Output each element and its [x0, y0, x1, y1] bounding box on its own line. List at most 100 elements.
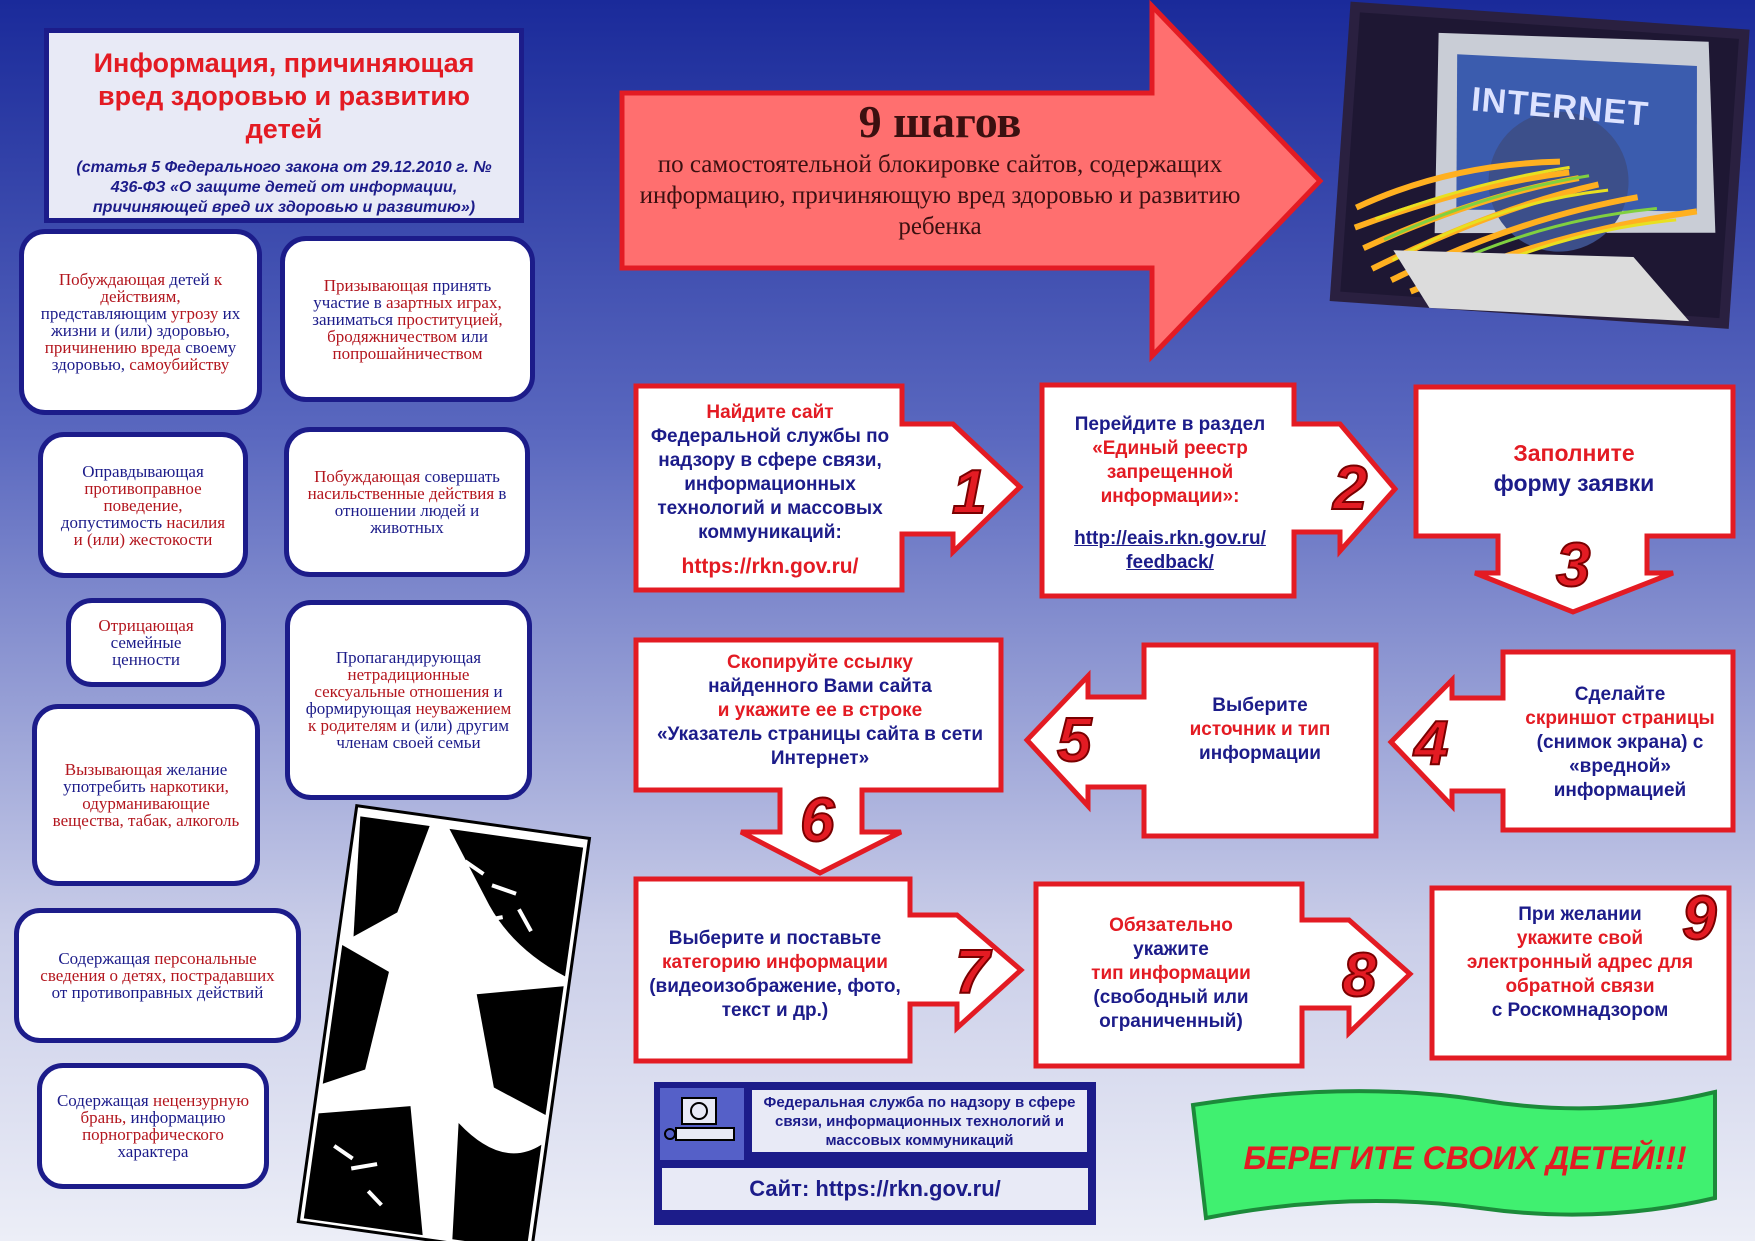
- step-3-text: Заполните форму заявки: [1424, 418, 1724, 518]
- category-plain: допустимость: [60, 512, 167, 532]
- step-1-link[interactable]: https://rkn.gov.ru/: [681, 555, 859, 578]
- category-highlight: самоубийству: [129, 355, 230, 374]
- step-4-text: Сделайте скриншот страницы (снимок экран…: [1510, 678, 1730, 808]
- step-3-body: форму заявки: [1493, 470, 1655, 496]
- category-text: Призывающая принять участие в азартных и…: [297, 277, 518, 362]
- internet-photo: [1329, 1, 1750, 329]
- step-9-shape: [1429, 885, 1732, 1061]
- category-plain: заниматься: [312, 309, 398, 329]
- step-8-title: Обязательно: [1109, 915, 1233, 936]
- step-7-title: Выберите и поставьте: [668, 928, 882, 949]
- step-2-text: Перейдите в раздел «Единый реестр запрещ…: [1052, 405, 1288, 583]
- category-highlight: нецензурную брань,: [80, 1091, 250, 1127]
- category-text: Побуждающая совершать насильственные дей…: [301, 468, 513, 536]
- category-plain: Пропагандирующая: [335, 648, 482, 667]
- step-6-highlight: и укажите ее в строке: [717, 700, 923, 721]
- category-plain: детей: [165, 270, 214, 289]
- category-highlight: причинению вреда: [44, 338, 181, 357]
- step-2-link[interactable]: http://eais.rkn.gov.ru/ feedback/: [1074, 528, 1266, 573]
- slogan: БЕРЕГИТЕ СВОИХ ДЕТЕЙ!!!: [1243, 1139, 1687, 1176]
- category-highlight: персональные сведения о детях, пострадав…: [40, 949, 275, 985]
- category-2: Призывающая принять участие в азартных и…: [280, 236, 535, 402]
- step-1-title: Найдите сайт: [706, 402, 834, 423]
- step-1-body: Федеральной службы по надзору в сфере св…: [650, 426, 890, 543]
- steps-header: 9 шагов по самостоятельной блокировке са…: [620, 95, 1260, 270]
- category-text: Содержащая персональные сведения о детях…: [31, 950, 284, 1001]
- step-3-number: 3: [1555, 531, 1592, 600]
- step-8-text: Обязательно укажите тип информации (своб…: [1046, 904, 1296, 1044]
- category-highlight: нетрадиционные сексуальные отношения: [314, 665, 490, 701]
- category-plain: их жизни и (или) здоровью,: [51, 304, 241, 340]
- step-4-body: (снимок экрана) с «вредной» информацией: [1536, 732, 1704, 801]
- category-plain: в отношении людей и животных: [334, 484, 507, 537]
- category-text: Вызывающая желание употребить наркотики,…: [49, 761, 243, 829]
- category-plain: и (или) другим членам своей семьи: [336, 716, 509, 752]
- category-plain: семейные ценности: [110, 633, 182, 669]
- category-highlight: противоправное поведение,: [84, 478, 202, 515]
- step-8-number: 8: [1341, 941, 1378, 1010]
- category-text: Содержащая нецензурную брань, информацию…: [54, 1092, 252, 1160]
- step-9-text: При желании укажите свой электронный адр…: [1455, 898, 1705, 1028]
- page-subtitle: (статья 5 Федерального закона от 29.12.2…: [76, 159, 492, 216]
- category-highlight: насилия и (или) жестокости: [73, 512, 226, 549]
- header-box: Информация, причиняющая вред здоровью и …: [44, 28, 524, 223]
- slogan-banner: [1190, 1089, 1717, 1221]
- step-4-shape: [1387, 649, 1736, 833]
- bw-illustration: [296, 804, 592, 1241]
- step-7-body: (видеоизображение, фото, текст и др.): [649, 976, 901, 1021]
- step-9-highlight: укажите свой электронный адрес для обрат…: [1466, 928, 1694, 997]
- step-2-title: Перейдите в раздел: [1074, 414, 1266, 435]
- step-4-number: 4: [1413, 709, 1450, 778]
- step-4-highlight: скриншот страницы: [1525, 708, 1715, 729]
- category-5: Отрицающая семейные ценности: [66, 598, 226, 687]
- category-plain: информацию: [126, 1108, 226, 1127]
- step-7-highlight: категорию информации: [662, 952, 888, 973]
- step-6-field-name: «Указатель страницы сайта в сети Интерне…: [656, 724, 984, 769]
- step-8-highlight: тип информации: [1091, 963, 1251, 984]
- step-6-body: найденного Вами сайта: [708, 676, 932, 697]
- step-5-title: Выберите: [1212, 695, 1308, 716]
- steps-header-title: 9 шагов: [858, 96, 1022, 147]
- step-5-body: информации: [1199, 743, 1321, 764]
- category-plain: и формирующая: [305, 682, 503, 718]
- category-plain: представляющим: [40, 304, 172, 323]
- step-9-title: При желании: [1518, 904, 1642, 925]
- step-6-number: 6: [799, 786, 836, 855]
- page-title: Информация, причиняющая вред здоровью и …: [93, 48, 475, 144]
- category-plain: Оправдывающая: [82, 461, 204, 481]
- footer-site[interactable]: Сайт: https://rkn.gov.ru/: [662, 1168, 1088, 1210]
- step-6-text: Скопируйте ссылку найденного Вами сайта …: [650, 648, 990, 774]
- category-1: Побуждающая детей к действиям, представл…: [19, 229, 262, 415]
- category-highlight: Призывающая: [323, 275, 429, 295]
- category-plain: от противоправных действий: [51, 983, 264, 1002]
- category-plain: Содержащая: [58, 949, 155, 968]
- category-8: Содержащая персональные сведения о детях…: [14, 908, 301, 1043]
- category-text: Оправдывающая противоправное поведение, …: [55, 463, 231, 548]
- step-7-number: 7: [954, 938, 991, 1007]
- step-6-title: Скопируйте ссылку: [726, 652, 913, 673]
- category-highlight: наркотики, одурманивающие вещества, таба…: [52, 777, 240, 830]
- category-4: Побуждающая совершать насильственные дей…: [284, 427, 530, 577]
- category-highlight: к действиям,: [100, 270, 223, 306]
- category-text: Отрицающая семейные ценности: [83, 617, 209, 668]
- category-7: Вызывающая желание употребить наркотики,…: [32, 704, 260, 886]
- step-8-body: укажите: [1133, 939, 1209, 960]
- step-4-title: Сделайте: [1574, 684, 1666, 705]
- step-9-body: с Роскомнадзором: [1491, 1000, 1669, 1021]
- step-5-text: Выберите источник и тип информации: [1150, 672, 1370, 788]
- category-3: Оправдывающая противоправное поведение, …: [38, 432, 248, 578]
- computer-icon-overlay: [660, 1088, 744, 1160]
- step-8-shape: [1033, 881, 1414, 1069]
- step-9-number: 9: [1681, 884, 1718, 953]
- category-highlight: Отрицающая: [98, 616, 194, 635]
- step-2-body: «Единый реестр запрещенной информации»:: [1092, 438, 1248, 507]
- step-8-note: (свободный или ограниченный): [1093, 987, 1249, 1032]
- category-plain: принять участие в: [313, 275, 492, 312]
- category-6: Пропагандирующая нетрадиционные сексуаль…: [285, 600, 532, 800]
- step-7-shape: [633, 876, 1025, 1064]
- step-1-shape: [633, 383, 1024, 593]
- category-plain: совершать: [420, 467, 500, 486]
- category-plain: Содержащая: [56, 1091, 153, 1110]
- step-5-highlight: источник и тип: [1189, 719, 1331, 740]
